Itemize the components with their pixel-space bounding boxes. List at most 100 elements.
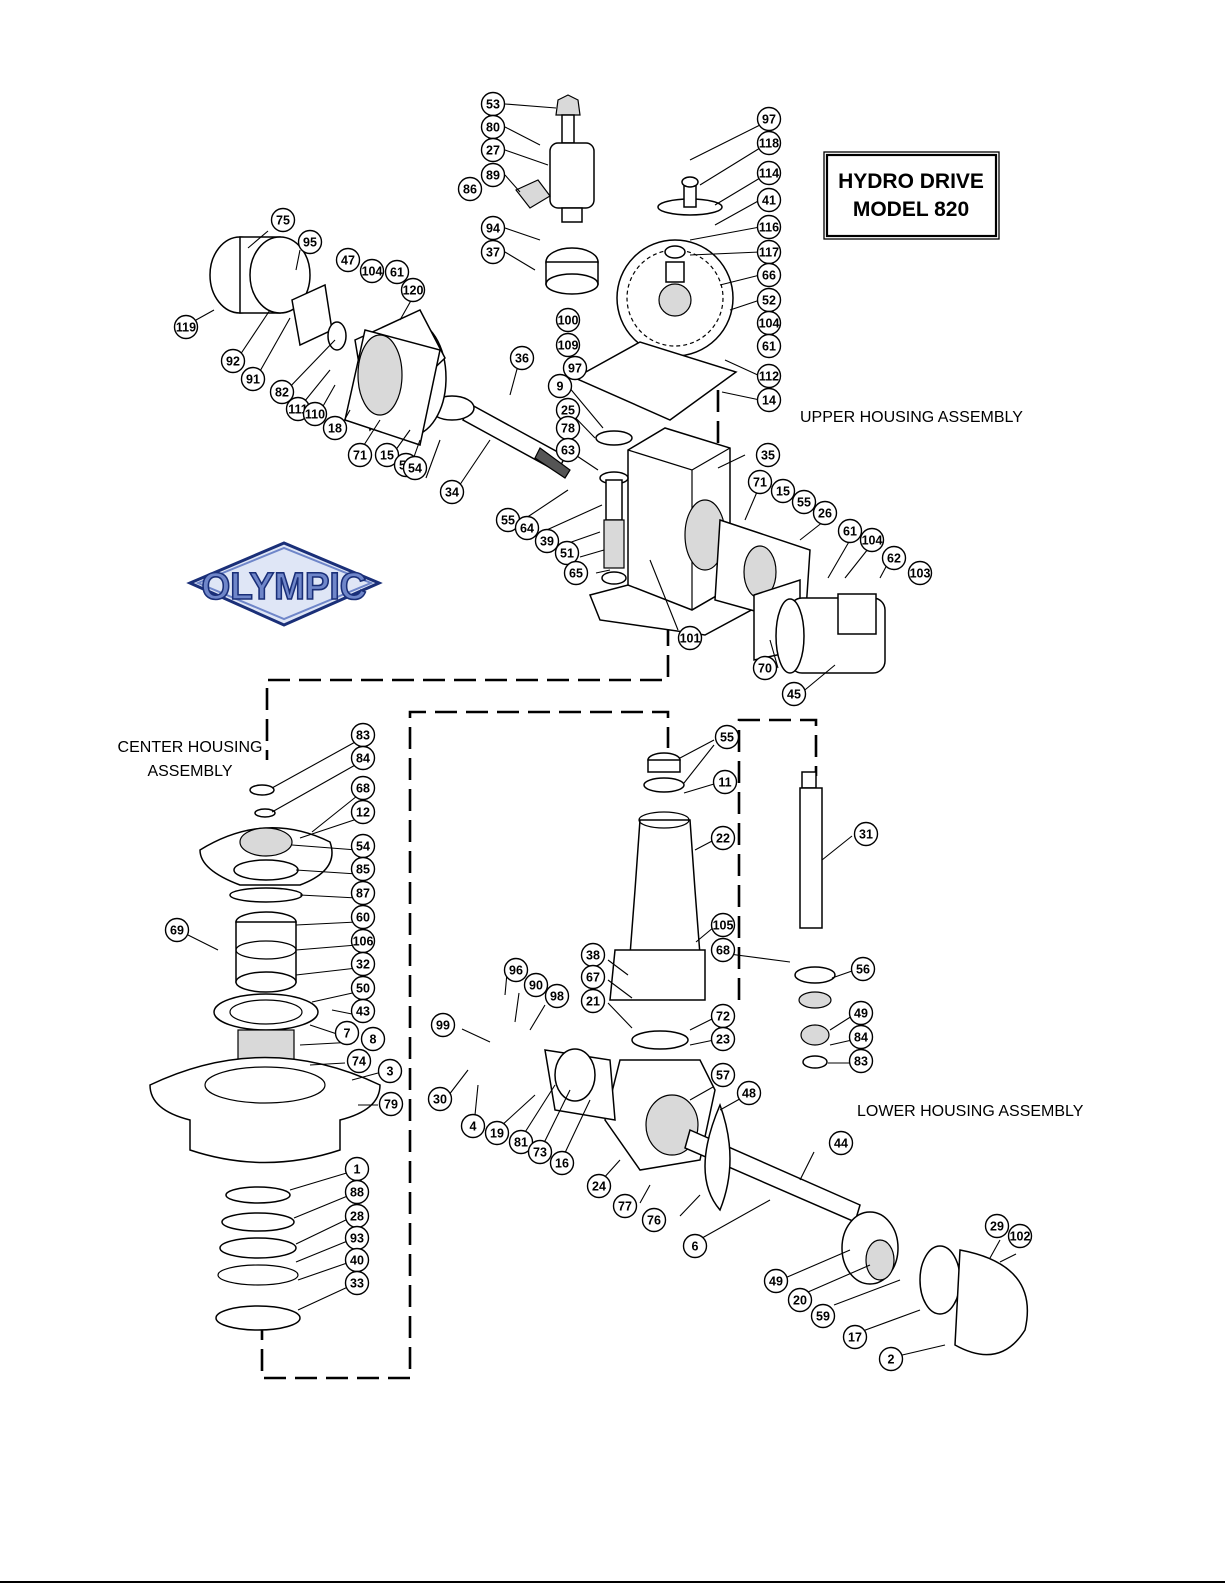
part-callout-upper: 104: [756, 310, 782, 336]
svg-text:85: 85: [356, 863, 370, 877]
part-callout-upper: 61: [837, 518, 863, 544]
svg-text:105: 105: [713, 919, 734, 933]
svg-text:74: 74: [352, 1055, 366, 1069]
svg-text:63: 63: [561, 444, 575, 458]
svg-text:60: 60: [356, 911, 370, 925]
svg-text:24: 24: [592, 1180, 606, 1194]
svg-text:27: 27: [486, 144, 500, 158]
svg-text:39: 39: [540, 535, 554, 549]
svg-text:41: 41: [762, 194, 776, 208]
part-callout-center: 3: [377, 1058, 403, 1084]
svg-text:120: 120: [403, 284, 424, 298]
svg-text:50: 50: [356, 982, 370, 996]
part-callout-lower: 105: [710, 912, 736, 938]
part-callout-upper: 65: [563, 560, 589, 586]
part-callout-upper: 52: [756, 287, 782, 313]
part-callout-center: 33: [344, 1270, 370, 1296]
part-callout-upper: 109: [555, 332, 581, 358]
svg-text:106: 106: [353, 935, 374, 949]
part-callout-upper: 86: [457, 176, 483, 202]
part-callout-upper: 15: [374, 442, 400, 468]
svg-text:1: 1: [354, 1163, 361, 1177]
svg-text:8: 8: [370, 1033, 377, 1047]
part-callout-upper: 41: [756, 187, 782, 213]
part-callout-lower: 49: [763, 1268, 789, 1294]
part-callout-upper: 100: [555, 307, 581, 333]
svg-text:40: 40: [350, 1254, 364, 1268]
svg-text:89: 89: [486, 169, 500, 183]
part-callout-upper: 116: [756, 214, 782, 240]
part-callout-upper: 62: [881, 545, 907, 571]
part-callout-lower: 99: [430, 1012, 456, 1038]
svg-text:97: 97: [762, 113, 776, 127]
part-callout-lower: 23: [710, 1026, 736, 1052]
part-callout-upper: 64: [514, 515, 540, 541]
svg-text:102: 102: [1010, 1230, 1031, 1244]
part-callout-center: 85: [350, 856, 376, 882]
svg-text:32: 32: [356, 958, 370, 972]
svg-text:103: 103: [910, 567, 931, 581]
svg-text:19: 19: [490, 1127, 504, 1141]
part-callout-lower: 57: [710, 1062, 736, 1088]
lower-housing-label: LOWER HOUSING ASSEMBLY: [857, 1103, 1084, 1120]
part-callout-center: 1: [344, 1156, 370, 1182]
olympic-logo: OLYMPIC: [186, 541, 383, 627]
lower-housing-parts: [544, 752, 1029, 1356]
part-callout-upper: 54: [402, 455, 428, 481]
part-callout-lower: 2: [878, 1346, 904, 1372]
svg-text:97: 97: [568, 362, 582, 376]
svg-text:22: 22: [716, 832, 730, 846]
part-callout-center: 50: [350, 975, 376, 1001]
part-callout-upper: 112: [756, 363, 782, 389]
part-callout-lower: 6: [682, 1233, 708, 1259]
part-callout-upper: 63: [555, 437, 581, 463]
part-callout-upper: 117: [756, 239, 782, 265]
svg-text:70: 70: [758, 662, 772, 676]
part-callout-center: 43: [350, 998, 376, 1024]
part-callout-center: 74: [346, 1048, 372, 1074]
part-callout-upper: 104: [359, 258, 385, 284]
svg-text:54: 54: [356, 840, 370, 854]
part-callout-lower: 20: [787, 1287, 813, 1313]
part-callout-center: 84: [350, 745, 376, 771]
svg-text:118: 118: [759, 137, 779, 151]
part-callout-center: 40: [344, 1247, 370, 1273]
svg-text:45: 45: [787, 688, 801, 702]
part-callout-upper: 9: [547, 373, 573, 399]
part-callout-upper: 97: [756, 106, 782, 132]
part-callout-upper: 18: [322, 415, 348, 441]
svg-text:109: 109: [558, 339, 579, 353]
part-callout-upper: 114: [756, 160, 782, 186]
svg-text:21: 21: [586, 995, 600, 1009]
svg-text:112: 112: [759, 370, 779, 384]
svg-text:117: 117: [759, 246, 779, 260]
svg-text:34: 34: [445, 486, 459, 500]
part-callout-lower: 72: [710, 1003, 736, 1029]
svg-text:110: 110: [305, 408, 325, 422]
svg-text:15: 15: [380, 449, 394, 463]
part-callout-center: 93: [344, 1225, 370, 1251]
svg-text:91: 91: [246, 373, 260, 387]
part-callout-upper: 91: [240, 366, 266, 392]
svg-text:30: 30: [433, 1093, 447, 1107]
part-callout-upper: 61: [384, 259, 410, 285]
svg-text:26: 26: [818, 507, 832, 521]
part-callout-upper: 45: [781, 681, 807, 707]
svg-text:29: 29: [990, 1220, 1004, 1234]
svg-text:20: 20: [793, 1294, 807, 1308]
svg-text:17: 17: [848, 1331, 862, 1345]
svg-text:77: 77: [618, 1200, 632, 1214]
svg-text:55: 55: [720, 731, 734, 745]
center-housing-parts: [149, 784, 381, 1331]
svg-text:54: 54: [408, 462, 422, 476]
part-callout-center: 60: [350, 904, 376, 930]
svg-text:61: 61: [390, 266, 404, 280]
svg-text:44: 44: [834, 1137, 848, 1151]
part-callout-upper: 101: [677, 625, 703, 651]
svg-text:55: 55: [797, 496, 811, 510]
svg-text:59: 59: [816, 1310, 830, 1324]
part-callout-center: 87: [350, 880, 376, 906]
part-callout-lower: 73: [527, 1139, 553, 1165]
part-callout-upper: 25: [555, 397, 581, 423]
svg-text:81: 81: [514, 1136, 528, 1150]
